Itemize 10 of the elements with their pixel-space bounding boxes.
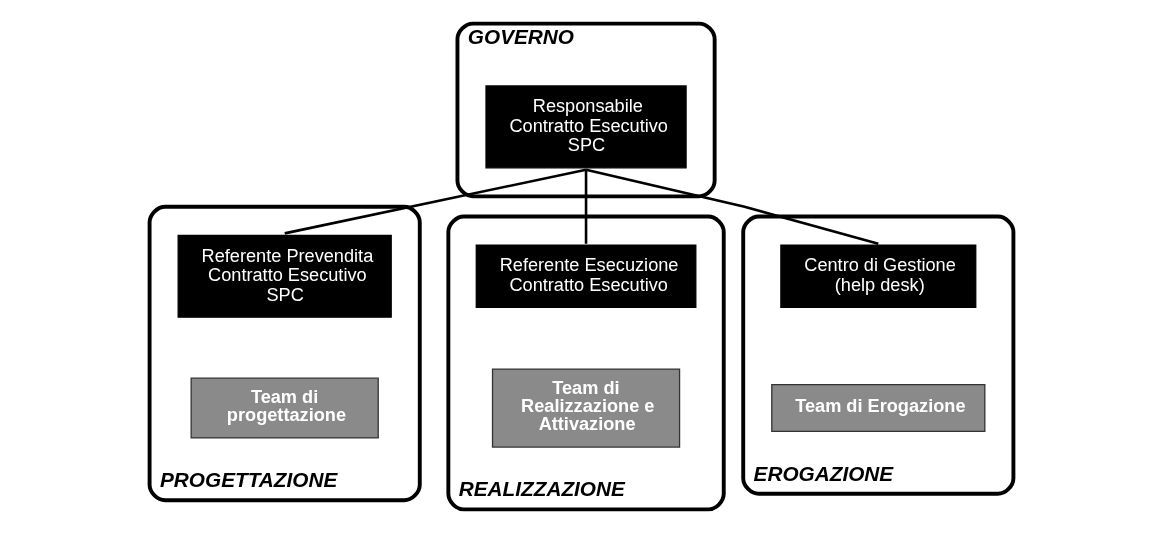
node-box: Team di Realizzazione e Attivazione [491,368,680,448]
node-box: Referente Esecuzione Contratto Esecutivo [475,244,696,309]
node-box: Centro di Gestione (help desk) [779,244,976,309]
connector [585,168,879,246]
node-box: Team di progettazione [190,377,379,439]
node-box: Referente Prevendita Contratto Esecutivo SPC [177,234,392,318]
node-box: Responsabile Contratto Esecutivo SPC [484,85,687,169]
connector [283,168,586,235]
connector [584,169,587,244]
node-box: Team di Erogazione [770,384,985,433]
